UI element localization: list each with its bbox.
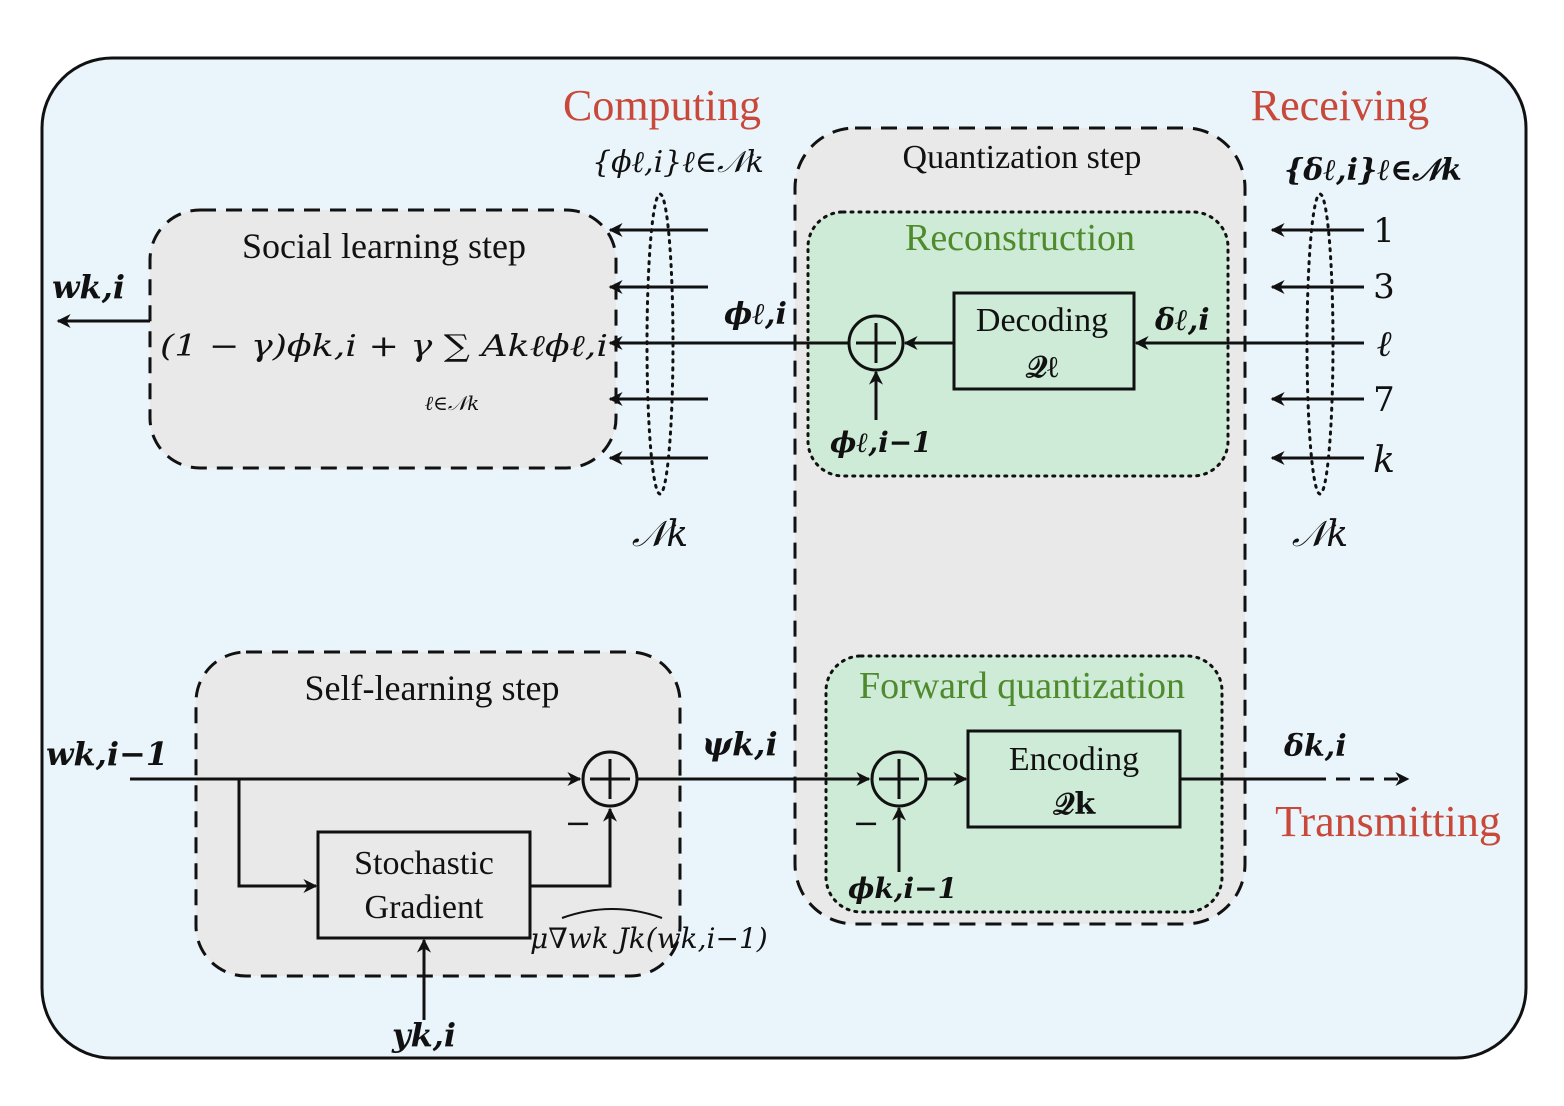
delta-k-label: δk,i: [1283, 729, 1347, 764]
receiving-label-l: ℓ: [1377, 324, 1392, 365]
gradient-label-math: μ∇wk Jk(wk,i−1): [530, 922, 768, 955]
gradient-hat: [561, 908, 663, 919]
delta-li-label: δℓ,i: [1154, 303, 1210, 338]
self-learning-title: Self-learning step: [305, 668, 560, 708]
receiving-label-k: k: [1373, 440, 1395, 481]
quantization-adder: [870, 750, 928, 808]
minus-quant-label: −: [853, 804, 880, 842]
reconstruction-adder: [847, 314, 905, 372]
stochastic-label: Stochastic: [354, 845, 494, 882]
phi-k-prev-label: ϕk,i−1: [848, 872, 957, 905]
social-learning-title: Social learning step: [242, 226, 526, 266]
w-prev-label: wk,i−1: [46, 735, 168, 773]
w-output-label: wk,i: [52, 268, 125, 306]
receiving-heading: Receiving: [1251, 81, 1429, 130]
y-label: yk,i: [391, 1016, 456, 1054]
computing-heading: Computing: [563, 81, 761, 130]
self-learning-adder: [581, 750, 639, 808]
transmitting-heading: Transmitting: [1275, 797, 1501, 846]
social-formula: (1 − γ)ϕk,i + γ ∑ Akℓϕℓ,i: [160, 329, 608, 364]
reconstruction-title: Reconstruction: [905, 217, 1135, 259]
receiving-label-7: 7: [1373, 380, 1395, 420]
receiving-label-3: 3: [1373, 267, 1395, 307]
phi-set-label: {ϕℓ,i}ℓ∈𝒩k: [592, 145, 764, 180]
decoding-operator: 𝒬ℓ: [1026, 350, 1059, 385]
receiving-neighborhood-label: 𝒩k: [1292, 514, 1348, 555]
receiving-label-1: 1: [1373, 211, 1395, 251]
phi-li-label: ϕℓ,i: [724, 297, 787, 332]
decoding-box: [952, 291, 1136, 391]
minus-self-label: −: [565, 804, 592, 842]
decoding-label: Decoding: [976, 302, 1108, 339]
branch-to-gradient-arrow: [237, 779, 318, 893]
delta-set-label: {δℓ,i}ℓ∈𝒩k: [1284, 153, 1462, 188]
phi-l-prev-label: ϕℓ,i−1: [830, 426, 932, 459]
quantization-title: Quantization step: [903, 139, 1142, 176]
gradient-label: Gradient: [365, 889, 485, 926]
forward-quantization-title: Forward quantization: [859, 665, 1185, 707]
psi-label: ψk,i: [702, 725, 778, 763]
encoding-label: Encoding: [1009, 741, 1139, 778]
sum-subscript: ℓ∈𝒩k: [425, 391, 479, 415]
encoding-operator: 𝒬k: [1053, 787, 1097, 822]
computing-neighborhood-label: 𝒩k: [632, 514, 688, 555]
gradient-to-adder-arrow: [530, 807, 617, 888]
